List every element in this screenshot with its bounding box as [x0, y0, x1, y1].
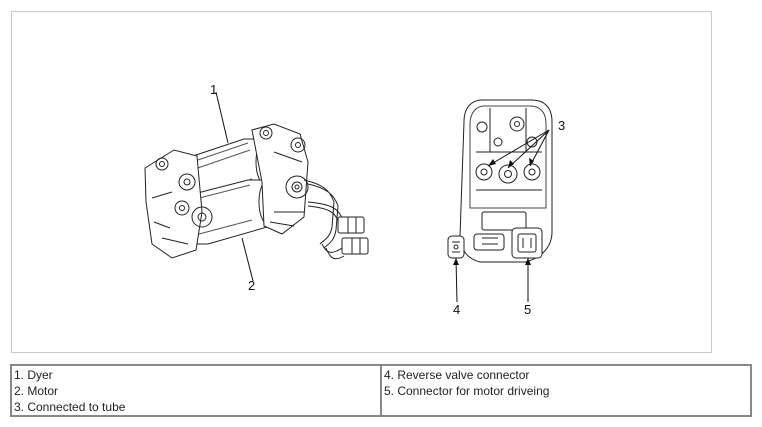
callout-3: 3 — [558, 118, 566, 133]
legend-item-motor: 2. Motor — [14, 384, 59, 398]
callout-4: 4 — [453, 302, 461, 317]
compressor-illustration — [144, 91, 553, 303]
legend-item-reverse-valve-connector: 4. Reverse valve connector — [384, 368, 530, 382]
legend-table: 1. Dyer 2. Motor 3. Connected to tube 4.… — [10, 364, 752, 417]
legend-item-dyer: 1. Dyer — [14, 368, 53, 382]
legend-column-right: 4. Reverse valve connector 5. Connector … — [382, 366, 750, 415]
arrow-heads — [453, 158, 534, 265]
figure-panel: 1 2 3 4 5 — [11, 11, 712, 353]
legend-column-left: 1. Dyer 2. Motor 3. Connected to tube — [12, 366, 382, 415]
legend-item-connected-to-tube: 3. Connected to tube — [14, 400, 126, 414]
callout-1: 1 — [210, 82, 218, 97]
leader-lines — [215, 91, 550, 303]
callout-2: 2 — [248, 278, 256, 293]
legend-item-motor-connector: 5. Connector for motor driveing — [384, 384, 550, 398]
callout-5: 5 — [524, 302, 532, 317]
compressor-end-view — [447, 99, 553, 263]
compressor-side-view — [144, 123, 369, 260]
